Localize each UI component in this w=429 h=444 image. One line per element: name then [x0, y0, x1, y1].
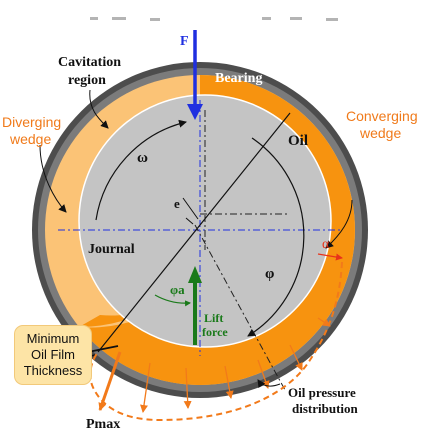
- diverging-label-line1: Diverging: [2, 114, 61, 130]
- omega-label: ω: [137, 150, 148, 166]
- min-film-label-line1: Minimum: [26, 331, 80, 346]
- cavitation-label-line1: Cavitation: [58, 55, 121, 70]
- alpha-line: [317, 253, 343, 261]
- min-film-label-line3: Thickness: [23, 363, 83, 378]
- rotation-arrow: [95, 119, 187, 221]
- diverging-label-line2: wedge: [9, 131, 51, 147]
- lift-force-label-line2: force: [202, 325, 228, 339]
- oil-pressure-label-line2: distribution: [292, 401, 359, 416]
- pressure-arrows: [140, 317, 331, 413]
- journal-centerlines: [194, 110, 290, 391]
- lift-force-label-line1: Lift: [204, 311, 223, 325]
- bearing-centerlines: [58, 100, 340, 356]
- oil-label: Oil: [288, 133, 308, 149]
- alpha-label: α: [322, 237, 330, 252]
- cavitation-label-line2: region: [68, 73, 106, 88]
- cropped-caption-remnant: [90, 17, 338, 21]
- force-label: F: [180, 34, 189, 49]
- oil-pressure-label-line1: Oil pressure: [288, 385, 356, 400]
- min-film-thickness-callout: Minimum Oil Film Thickness: [14, 325, 92, 385]
- min-film-label-line2: Oil Film: [30, 347, 76, 362]
- force-arrow-head: [187, 104, 203, 120]
- pressure-curve: [89, 261, 343, 422]
- leader-lines: [39, 89, 353, 389]
- phi-label: φ: [265, 266, 274, 282]
- eccentricity-label: e: [174, 196, 180, 211]
- min-film-pointer: [87, 345, 119, 353]
- converging-label-line1: Converging: [346, 108, 418, 124]
- pmax-arrow: [98, 351, 122, 411]
- converging-label-line2: wedge: [359, 125, 401, 141]
- phi-a-label: φa: [170, 282, 185, 297]
- bearing-label: Bearing: [215, 71, 262, 86]
- eccentricity-marker: [182, 197, 199, 225]
- phi-arc: [247, 137, 305, 337]
- journal-label: Journal: [88, 242, 135, 257]
- phi-a-arc: [154, 294, 191, 307]
- pmax-label: Pmax: [86, 417, 120, 432]
- load-line: [97, 112, 291, 353]
- lift-force-arrow-head: [188, 266, 202, 283]
